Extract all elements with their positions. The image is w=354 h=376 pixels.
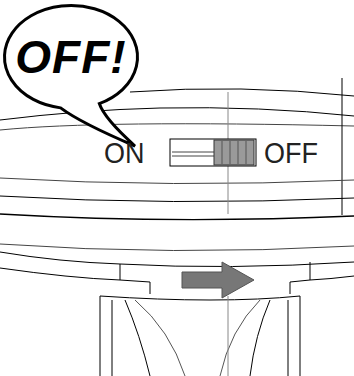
switch-label: ON (104, 139, 145, 169)
switch-label: OFF (264, 139, 318, 169)
speech-bubble: OFF! (3, 4, 139, 110)
exclamation-text: OFF! (15, 30, 126, 84)
